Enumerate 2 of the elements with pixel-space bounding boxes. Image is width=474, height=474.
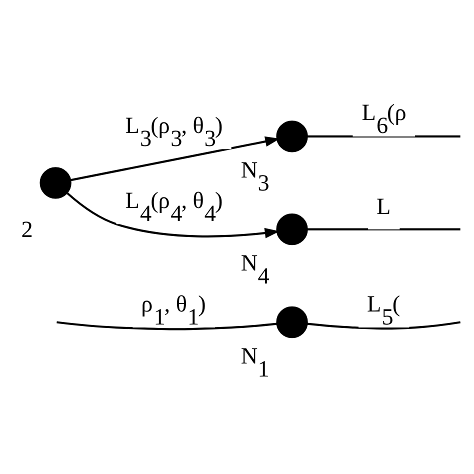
node-label: 2 — [21, 217, 33, 244]
edge-label: L — [376, 194, 391, 220]
